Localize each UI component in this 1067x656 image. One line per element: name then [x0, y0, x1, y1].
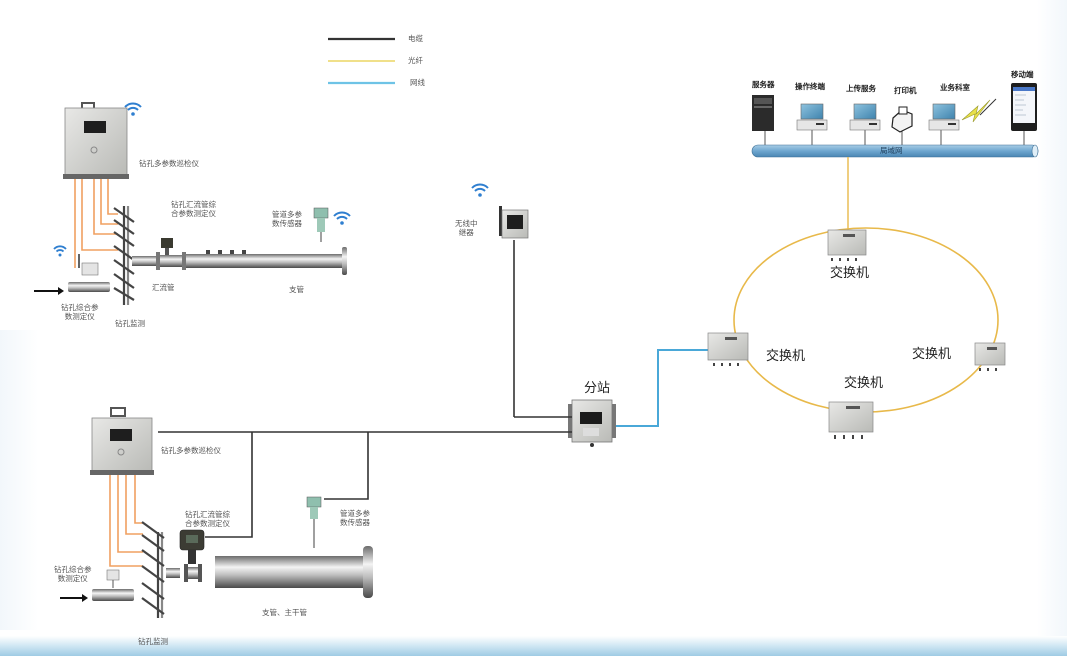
server-icon — [752, 95, 774, 131]
top-logger-device — [63, 102, 129, 179]
cable-to-manifold-instrument — [205, 432, 253, 538]
bottom-branch-label: 支管、主干管 — [262, 608, 307, 617]
ethernet-link — [612, 349, 708, 427]
bottom-drill-instrument — [92, 569, 134, 601]
bottom-logger-label: 钻孔多参数巡检仪 — [161, 446, 221, 455]
bottom-pipe-sensor — [306, 496, 322, 548]
switch-top — [827, 229, 867, 261]
lan-section — [751, 83, 1039, 158]
lan-device-label-upload: 上传服务 — [846, 84, 876, 93]
background-left-fade — [0, 330, 38, 630]
bottom-drill-instrument-label: 钻孔综合参数测定仪 — [54, 565, 92, 583]
bottom-pipe-sensor-line2: 数传感器 — [340, 518, 370, 527]
top-drill-monitor-label: 钻孔监测 — [115, 319, 145, 328]
bottom-manifold-pipe — [166, 564, 202, 582]
bottom-copper-wires — [109, 475, 143, 567]
printer-icon — [891, 106, 913, 133]
bottom-manifold-instrument-line2: 合参数测定仪 — [185, 519, 230, 528]
switch-label-right: 交换机 — [912, 347, 952, 362]
top-branch-label: 支管 — [289, 285, 304, 294]
substation-label: 分站 — [584, 381, 611, 396]
lan-device-label-printer: 打印机 — [894, 86, 917, 95]
top-logger-label: 钻孔多参数巡检仪 — [139, 159, 199, 168]
top-drill-instrument-line2: 数测定仪 — [64, 312, 95, 321]
flow-arrow-icon — [34, 287, 64, 295]
bottom-manifold-instrument-line1: 钻孔汇流管综 — [185, 510, 230, 519]
legend — [328, 37, 395, 85]
top-manifold-label: 汇流管 — [152, 283, 175, 292]
bottom-manifold-instrument — [179, 529, 205, 564]
repeater-label: 无线中继器 — [455, 219, 478, 237]
switch-bottom — [828, 401, 874, 439]
wifi-icon — [333, 211, 351, 225]
background-right-fade — [1037, 0, 1067, 640]
top-drill-instrument-line1: 钻孔综合参 — [61, 303, 99, 312]
wifi-icon — [471, 183, 489, 197]
legend-cable-label: 电缆 — [408, 34, 423, 43]
legend-ethernet-label: 网线 — [410, 78, 425, 87]
mobile-icon — [1011, 83, 1037, 131]
repeater-label-line2: 继器 — [458, 228, 474, 237]
bottom-drill-monitor-label: 钻孔监测 — [138, 637, 168, 646]
top-branch-pipe — [186, 247, 347, 275]
wifi-icon — [53, 245, 67, 257]
switch-left — [707, 332, 749, 366]
top-manifold-pipe — [132, 238, 186, 270]
background-bottom-band — [0, 636, 1067, 656]
workstation-icon — [928, 103, 960, 131]
cable-to-pipe-sensor — [324, 432, 369, 500]
switch-label-left: 交换机 — [766, 349, 806, 364]
switch-label-bottom: 交换机 — [844, 376, 884, 391]
top-drill-comb — [113, 206, 135, 305]
bottom-drill-instrument-line1: 钻孔综合参 — [54, 565, 92, 574]
workstation-icon — [849, 103, 881, 131]
top-pipe-sensor-line1: 管道多参 — [272, 210, 302, 219]
lan-label: 局域网 — [880, 146, 903, 155]
top-manifold-instrument-label: 钻孔汇流管综合参数测定仪 — [171, 200, 216, 218]
top-pipe-sensor-line2: 数传感器 — [272, 219, 302, 228]
bottom-manifold-instrument-label: 钻孔汇流管综合参数测定仪 — [185, 510, 230, 528]
bottom-branch-pipe — [215, 546, 373, 598]
bottom-drill-comb — [141, 521, 165, 618]
bottom-pipe-sensor-line1: 管道多参 — [340, 509, 370, 518]
workstation-icon — [796, 103, 828, 131]
top-drill-instrument — [68, 254, 110, 292]
lan-device-label-mobile: 移动端 — [1011, 70, 1034, 79]
top-manifold-instrument-line2: 合参数测定仪 — [171, 209, 216, 218]
top-copper-wires — [74, 179, 118, 268]
lan-device-label-department: 业务科室 — [940, 83, 970, 92]
bottom-drill-instrument-line2: 数测定仪 — [57, 574, 88, 583]
lan-device-label-server: 服务器 — [752, 80, 775, 89]
top-pipe-sensor — [313, 207, 329, 242]
wireless-repeater-device — [499, 206, 529, 239]
bottom-pipe-sensor-label: 管道多参数传感器 — [340, 509, 370, 527]
flow-arrow-icon — [60, 594, 88, 602]
wireless-link-icon — [961, 98, 997, 123]
wifi-icon — [124, 102, 142, 116]
switch-label-top: 交换机 — [830, 266, 870, 281]
bottom-logger-device — [90, 407, 154, 475]
top-manifold-instrument-line1: 钻孔汇流管综 — [171, 200, 216, 209]
lan-device-label-terminal: 操作终端 — [795, 82, 825, 91]
legend-fiber-label: 光纤 — [408, 56, 423, 65]
top-drill-instrument-label: 钻孔综合参数测定仪 — [61, 303, 99, 321]
switch-right — [974, 342, 1006, 371]
top-pipe-sensor-label: 管道多参数传感器 — [272, 210, 302, 228]
substation-device — [568, 399, 616, 447]
repeater-label-line1: 无线中 — [455, 219, 478, 228]
